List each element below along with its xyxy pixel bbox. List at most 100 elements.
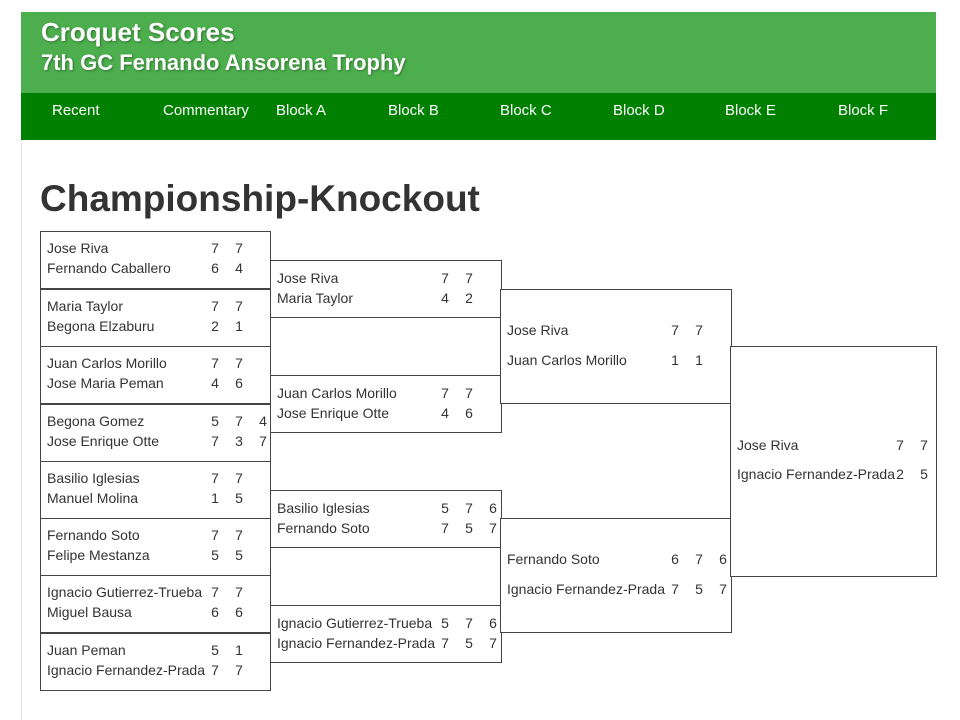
game-score: 7 [896, 437, 904, 453]
nav-item-recent[interactable]: Recent [52, 102, 100, 119]
game-score: 7 [235, 413, 243, 429]
player-name: Ignacio Fernandez-Prada [737, 466, 895, 482]
game-score: 4 [441, 290, 449, 306]
game-score: 7 [695, 322, 703, 338]
game-score: 7 [671, 322, 679, 338]
game-score: 1 [211, 490, 219, 506]
game-score: 7 [465, 385, 473, 401]
game-score: 4 [259, 413, 267, 429]
player-name: Begona Gomez [47, 413, 145, 429]
game-score: 7 [441, 270, 449, 286]
game-score: 7 [235, 584, 243, 600]
player-name: Basilio Iglesias [47, 470, 140, 486]
player-name: Ignacio Fernandez-Prada [507, 581, 665, 597]
game-score: 5 [441, 615, 449, 631]
game-score: 6 [211, 604, 219, 620]
player-name: Juan Peman [47, 642, 126, 658]
player-name: Jose Riva [277, 270, 339, 286]
game-score: 5 [920, 466, 928, 482]
player-name: Begona Elzaburu [47, 318, 155, 334]
game-score: 7 [465, 615, 473, 631]
nav-item-block-d[interactable]: Block D [613, 102, 665, 119]
game-score: 6 [235, 604, 243, 620]
player-name: Basilio Iglesias [277, 500, 370, 516]
game-score: 7 [211, 584, 219, 600]
nav-item-block-a[interactable]: Block A [276, 102, 327, 119]
game-score: 7 [211, 240, 219, 256]
game-score: 7 [719, 581, 727, 597]
nav-item-commentary[interactable]: Commentary [163, 102, 249, 119]
nav-bar: Recent Commentary Block A Block B Block … [21, 93, 936, 140]
game-score: 2 [465, 290, 473, 306]
game-score: 5 [441, 500, 449, 516]
game-score: 7 [211, 527, 219, 543]
game-score: 7 [211, 433, 219, 449]
game-score: 3 [235, 433, 243, 449]
player-name: Juan Carlos Morillo [277, 385, 397, 401]
player-name: Fernando Caballero [47, 260, 171, 276]
player-name: Juan Carlos Morillo [507, 352, 627, 368]
nav-item-block-f[interactable]: Block F [838, 102, 889, 119]
game-score: 7 [695, 551, 703, 567]
game-score: 7 [920, 437, 928, 453]
game-score: 4 [441, 405, 449, 421]
nav-item-block-e[interactable]: Block E [725, 102, 776, 119]
game-score: 1 [695, 352, 703, 368]
game-score: 7 [441, 385, 449, 401]
game-score: 5 [235, 547, 243, 563]
title-bar: Croquet Scores 7th GC Fernando Ansorena … [21, 12, 936, 93]
player-name: Ignacio Fernandez-Prada [47, 662, 205, 678]
game-score: 5 [211, 413, 219, 429]
player-name: Juan Carlos Morillo [47, 355, 167, 371]
game-score: 7 [211, 298, 219, 314]
player-name: Jose Enrique Otte [47, 433, 160, 449]
player-name: Ignacio Gutierrez-Trueba [277, 615, 433, 631]
game-score: 1 [671, 352, 679, 368]
page-title: Championship-Knockout [40, 178, 480, 219]
game-score: 7 [259, 433, 267, 449]
game-score: 5 [235, 490, 243, 506]
game-score: 7 [235, 662, 243, 678]
player-name: Manuel Molina [47, 490, 139, 506]
player-name: Ignacio Fernandez-Prada [277, 635, 435, 651]
player-name: Fernando Soto [277, 520, 370, 536]
player-name: Maria Taylor [47, 298, 123, 314]
game-score: 7 [211, 355, 219, 371]
game-score: 7 [465, 270, 473, 286]
game-score: 6 [719, 551, 727, 567]
player-name: Jose Riva [507, 322, 569, 338]
nav-item-block-b[interactable]: Block B [388, 102, 439, 119]
nav-item-block-c[interactable]: Block C [500, 102, 552, 119]
game-score: 7 [441, 635, 449, 651]
game-score: 5 [211, 547, 219, 563]
player-name: Jose Maria Peman [47, 375, 164, 391]
game-score: 5 [211, 642, 219, 658]
event-title: 7th GC Fernando Ansorena Trophy [41, 50, 406, 75]
game-score: 7 [489, 635, 497, 651]
game-score: 7 [671, 581, 679, 597]
game-score: 7 [465, 500, 473, 516]
